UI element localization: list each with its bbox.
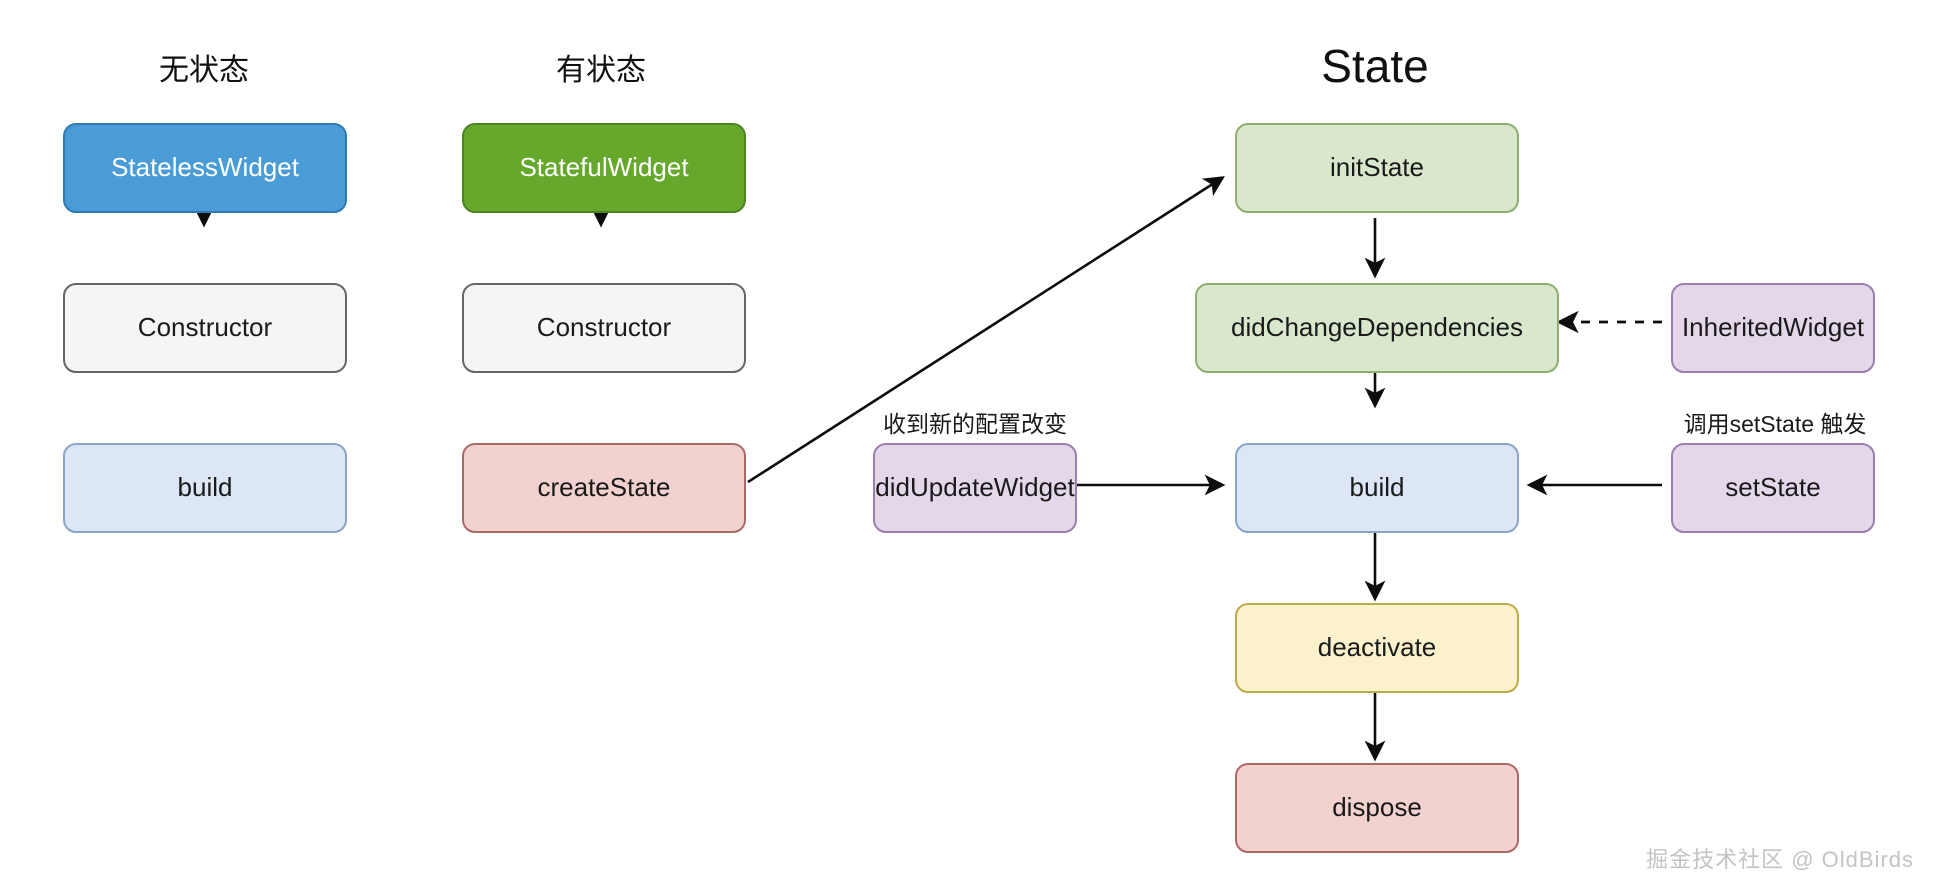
node-init-state-label: initState [1330,152,1424,182]
node-stateful-constructor-label: Constructor [537,312,672,342]
node-stateless-build-box[interactable] [63,443,347,533]
node-init-state[interactable]: initState [1235,123,1519,213]
node-deactivate[interactable]: deactivate [1235,603,1519,693]
node-inherited-widget[interactable]: InheritedWidget [1671,283,1875,373]
node-stateless-build-label: build [178,472,233,502]
node-stateful-widget-box[interactable] [462,123,746,213]
node-stateful-widget[interactable]: StatefulWidget [462,123,746,213]
node-deactivate-label: deactivate [1318,632,1437,662]
edge-create-state-to-init-state [747,176,1225,484]
node-stateless-widget-label: StatelessWidget [111,152,300,182]
node-deactivate-box[interactable] [1235,603,1519,693]
node-did-update-widget[interactable]: didUpdateWidget [873,443,1077,533]
column-title-stateless: 无状态 [159,54,249,87]
section-title-state: State [1321,40,1428,92]
node-did-update-widget-box[interactable] [873,443,1077,533]
node-state-build[interactable]: build [1235,443,1519,533]
node-stateless-build[interactable]: build [63,443,347,533]
node-stateful-constructor-box[interactable] [462,283,746,373]
node-state-build-box[interactable] [1235,443,1519,533]
node-dispose[interactable]: dispose [1235,763,1519,853]
node-inherited-widget-box[interactable] [1671,283,1875,373]
node-did-change-dependencies-label: didChangeDependencies [1231,312,1523,342]
node-stateless-constructor-box[interactable] [63,283,347,373]
node-dispose-box[interactable] [1235,763,1519,853]
node-stateless-widget[interactable]: StatelessWidget [63,123,347,213]
node-state-build-label: build [1350,472,1405,502]
node-did-update-widget-label: didUpdateWidget [875,472,1075,502]
node-set-state[interactable]: setState [1671,443,1875,533]
node-set-state-label: setState [1725,472,1820,502]
edge-label-did-update-widget: 收到新的配置改变 [883,411,1067,437]
node-init-state-box[interactable] [1235,123,1519,213]
node-stateless-widget-box[interactable] [63,123,347,213]
node-did-change-dependencies-box[interactable] [1195,283,1559,373]
node-stateless-constructor[interactable]: Constructor [63,283,347,373]
node-set-state-box[interactable] [1671,443,1875,533]
node-create-state[interactable]: createState [462,443,746,533]
watermark: 掘金技术社区 @ OldBirds [1646,847,1914,872]
column-title-stateful: 有状态 [556,54,646,87]
node-create-state-box[interactable] [462,443,746,533]
node-create-state-label: createState [538,472,671,502]
node-stateful-constructor[interactable]: Constructor [462,283,746,373]
node-inherited-widget-label: InheritedWidget [1682,312,1865,342]
edge-label-set-state: 调用setState 触发 [1684,411,1867,437]
node-stateful-widget-label: StatefulWidget [519,152,689,182]
node-did-change-dependencies[interactable]: didChangeDependencies [1195,283,1559,373]
node-stateless-constructor-label: Constructor [138,312,273,342]
node-dispose-label: dispose [1332,792,1422,822]
